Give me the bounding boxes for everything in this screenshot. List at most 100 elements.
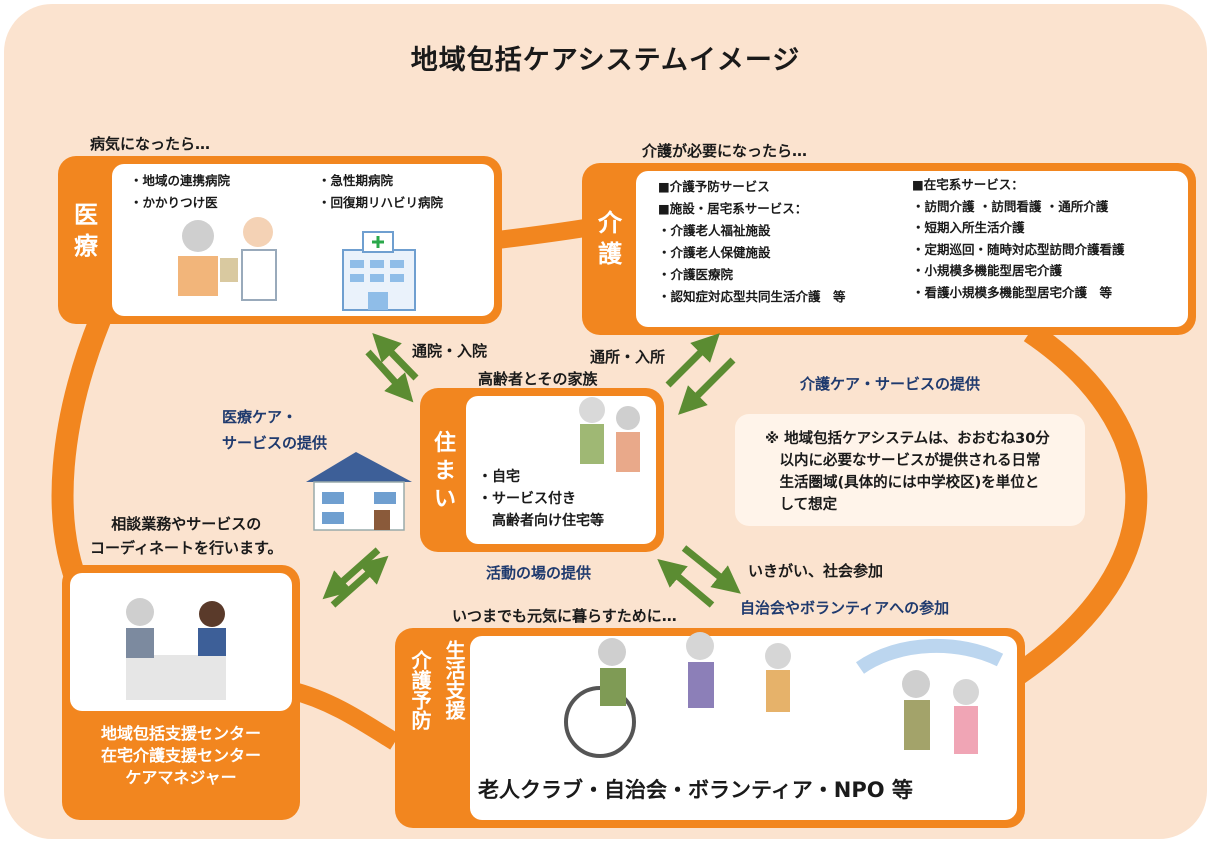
person-2-head-icon (686, 632, 714, 660)
kaigo-label: 介 護 (586, 208, 634, 270)
seikatsu-bottom-text: 老人クラブ・自治会・ボランティア・NPO 等 (478, 778, 913, 802)
iryo-label-char-2: 療 (74, 232, 98, 261)
sumai-label: 住 ま い (424, 430, 466, 514)
kaigo-item: ・訪問介護 ・訪問看護 ・通所介護 (912, 198, 1109, 214)
kaigo-item: ■介護予防サービス (658, 179, 770, 194)
kaigo-item: ■施設・居宅系サービス： (658, 201, 808, 216)
elderly-man-body-icon (580, 424, 604, 464)
walker-man-body-icon (904, 700, 930, 750)
iryo-care-label: 医療ケア・ サービスの提供 (222, 408, 328, 452)
kaigo-item: ・介護医療院 (658, 267, 734, 282)
kaigo-list-col1: ■介護予防サービス ■施設・居宅系サービス： ・介護老人福祉施設 ・介護老人保健… (658, 176, 846, 308)
ring-right-segment (1003, 322, 1148, 690)
person-1-body-icon (600, 668, 626, 706)
sumai-caption: 高齢者とその家族 (478, 370, 598, 388)
ring-top-segment (496, 219, 587, 249)
elderly-woman-head-icon (616, 406, 640, 430)
kaigo-item: ■在宅系サービス： (912, 177, 1024, 192)
person-3-head-icon (765, 643, 791, 669)
elderly-woman-body-icon (616, 432, 640, 472)
staff-body-icon (198, 628, 226, 656)
kaigo-box (582, 163, 1196, 335)
arrow-to-seikatsu (681, 545, 741, 594)
kaigo-label-char-2: 護 (598, 240, 622, 269)
iryo-box (58, 156, 502, 324)
sumai-item: ・自宅 (478, 469, 520, 485)
iryo-label-char-1: 医 (74, 201, 98, 229)
sumai-label-char-1: 住 (433, 431, 456, 456)
seikatsu-shien-label: 生活支援 (442, 640, 466, 720)
note-box (735, 414, 1085, 526)
patient-body-icon (178, 256, 218, 296)
sumai-label-char-3: い (433, 487, 456, 512)
arrow-from-kaigo (678, 357, 736, 415)
kaigo-inner (636, 171, 1188, 327)
staff-head-icon (199, 601, 225, 627)
arrow-to-iryo (372, 332, 419, 381)
person-2-body-icon (688, 662, 714, 708)
iryo-list-left: ・地域の連携病院 ・かかりつけ医 (130, 170, 230, 214)
note-text: ※ 地域包括ケアシステムは、おおむね30分 以内に必要なサービスが提供される日常… (765, 431, 1050, 513)
sumai-list: ・自宅 ・サービス付き 高齢者向け住宅等 (478, 466, 604, 532)
sumai-label-char-2: ま (433, 459, 456, 484)
iryo-list-right: ・急性期病院 ・回復期リハビリ病院 (318, 170, 443, 214)
sumai-item: ・サービス付き (478, 491, 576, 507)
iryo-item: ・かかりつけ医 (130, 195, 218, 210)
house-roof-icon (306, 452, 412, 482)
walker-woman-body-icon (954, 706, 978, 754)
arrow-from-seikatsu (657, 558, 715, 608)
client-head-icon (126, 598, 154, 626)
iryo-item: ・地域の連携病院 (130, 173, 231, 188)
kaigo-item: ・認知症対応型共同生活介護 等 (658, 289, 846, 304)
elderly-man-head-icon (579, 397, 605, 423)
clipboard-icon (220, 258, 238, 282)
doctor-head-icon (243, 217, 273, 247)
kaigo-list-col2: ■在宅系サービス： ・訪問介護 ・訪問看護 ・通所介護 ・短期入所生活介護 ・定… (912, 174, 1125, 303)
jichikai-label: 自治会やボランティアへの参加 (740, 599, 950, 617)
kaigo-label-char-1: 介 (598, 209, 622, 237)
seikatsu-box (395, 628, 1025, 828)
doctor-coat-icon (241, 249, 277, 301)
kaigo-care-label: 介護ケア・サービスの提供 (800, 375, 981, 393)
kaigo-item: ・介護老人福祉施設 (658, 223, 771, 238)
kaigo-item: ・小規模多機能型居宅介護 (912, 263, 1063, 278)
patient-head-icon (182, 220, 214, 252)
iryo-inner (112, 164, 494, 316)
iryo-caption: 病気になったら… (90, 135, 211, 153)
ikigai-label: いきがい、社会参加 (748, 562, 884, 580)
iryo-label: 医 療 (62, 200, 110, 262)
center-caption: 相談業務やサービスの コーディネートを行います。 (90, 515, 283, 557)
arrow-to-kaigo (665, 333, 720, 388)
arrow-from-iryo (365, 349, 414, 403)
seikatsu-caption: いつまでも元気に暮らすために… (452, 607, 677, 625)
kaigo-item: ・看護小規模多機能型居宅介護 等 (912, 284, 1113, 300)
hospital-cross-icon (372, 236, 384, 248)
kaigo-item: ・介護老人保健施設 (658, 245, 771, 260)
katsudo-label: 活動の場の提供 (486, 564, 592, 582)
tsusho-label: 通所・入所 (590, 348, 666, 366)
walker-woman-head-icon (953, 679, 979, 705)
client-body-icon (126, 628, 154, 658)
diagram-title: 地域包括ケアシステムイメージ (410, 45, 801, 76)
center-box (62, 565, 300, 820)
walker-man-head-icon (902, 670, 930, 698)
person-3-body-icon (766, 670, 790, 712)
counter-icon (126, 655, 226, 700)
ring-bottom-segment (287, 681, 400, 750)
person-1-head-icon (598, 638, 626, 666)
house-door-icon (374, 510, 390, 530)
tsuin-label: 通院・入院 (412, 342, 488, 360)
sky-icon (855, 638, 1004, 674)
center-label: 地域包括支援センター 在宅介護支援センター ケアマネジャー (100, 724, 261, 787)
kaigo-caption: 介護が必要になったら… (642, 142, 808, 160)
iryo-item: ・回復期リハビリ病院 (318, 195, 444, 210)
kaigo-item: ・短期入所生活介護 (912, 220, 1025, 235)
